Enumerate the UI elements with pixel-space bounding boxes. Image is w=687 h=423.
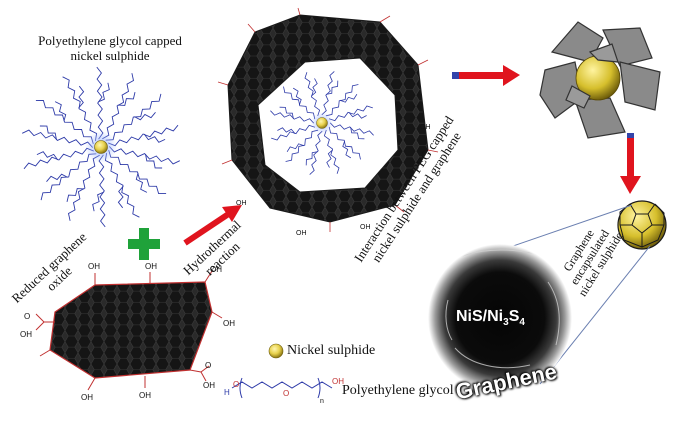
peg-arm: [102, 73, 135, 140]
peg-arm: [104, 153, 140, 218]
inner-peg-molecule: [270, 71, 374, 175]
peg-oh: OH: [332, 377, 344, 386]
rgo-oh-2: OH: [145, 262, 157, 271]
peg-arm: [283, 86, 316, 120]
peg-arm: [271, 124, 316, 141]
ring-oh-2: OH: [360, 224, 371, 231]
rgo-cooh-o: O: [24, 312, 31, 321]
ring-oh-4: OH: [236, 200, 247, 207]
rgo-cooh-oh: OH: [20, 330, 32, 339]
peg-arm: [105, 93, 162, 141]
arrow-hydrothermal: [183, 205, 242, 246]
legend-peg-label: Polyethylene glycol: [342, 383, 454, 398]
peg-branch: [339, 93, 358, 103]
peg-branch: [134, 112, 156, 121]
peg-capped-label: Polyethylene glycol capped nickel sulphi…: [35, 33, 185, 63]
inner-nickel-sulphide-core: [316, 117, 328, 129]
peg-o2: O: [283, 389, 290, 398]
tem-core-sub2: 4: [519, 317, 525, 329]
graphene-encapsulated-ball: [617, 200, 667, 250]
peg-branch: [143, 133, 166, 143]
ring-oh-3: OH: [420, 124, 431, 131]
peg-arm: [108, 124, 179, 147]
peg-arm: [23, 147, 94, 170]
arrow-to-wrapped: [452, 65, 520, 86]
peg-structure-formula: [231, 377, 333, 399]
tem-core-sub1: 3: [503, 317, 509, 329]
peg-branch: [117, 91, 136, 106]
peg-branch: [326, 80, 339, 95]
peg-arm: [96, 66, 104, 140]
peg-capped-label-line1: Polyethylene glycol capped: [38, 33, 182, 48]
graphene-wrapped-particle: [539, 21, 661, 139]
peg-arm: [270, 110, 315, 124]
peg-branch: [286, 143, 305, 153]
rgo-cooh2-oh: OH: [203, 381, 215, 390]
peg-branch: [348, 112, 367, 119]
peg-branch: [292, 87, 302, 106]
peg-arm: [62, 76, 98, 141]
peg-branch: [342, 140, 352, 159]
peg-branch: [311, 78, 318, 97]
peg-arm: [285, 129, 319, 162]
peg-branch: [135, 172, 148, 193]
peg-capped-nickel-sulphide-molecule: [22, 66, 180, 228]
peg-o1: O: [233, 380, 240, 389]
peg-arm: [98, 154, 106, 228]
peg-arm: [325, 84, 359, 117]
rgo-cooh2-o: O: [205, 361, 212, 370]
peg-arm: [22, 129, 94, 148]
rgo-oh-6: OH: [139, 391, 151, 400]
rgo-oh-3: OH: [210, 265, 222, 274]
peg-branch: [39, 125, 57, 140]
peg-arm: [328, 105, 373, 122]
peg-branch: [117, 185, 124, 209]
peg-arm: [328, 126, 361, 160]
peg-branch: [279, 106, 294, 119]
peg-n: n: [320, 398, 324, 405]
peg-arm: [321, 71, 335, 116]
tem-micrograph: [428, 244, 572, 392]
plus-sign: [128, 228, 160, 260]
ring-oh-1: OH: [296, 230, 307, 237]
peg-branch: [326, 149, 333, 168]
peg-arm: [67, 154, 100, 221]
rgo-oh-4: OH: [223, 319, 235, 328]
arrow-to-encapsulated: [620, 133, 641, 194]
peg-branch: [54, 101, 67, 122]
peg-branch: [277, 127, 296, 134]
peg-branch: [97, 82, 110, 103]
peg-arm: [40, 153, 97, 201]
tem-core-label: NiS/Ni3S4: [456, 308, 525, 332]
peg-branch: [46, 173, 68, 182]
tem-core-text1: NiS/Ni: [456, 308, 504, 325]
peg-arm: [329, 122, 374, 136]
peg-branch: [350, 127, 365, 140]
rgo-oh-1: OH: [88, 262, 100, 271]
peg-arm: [309, 130, 323, 175]
peg-arm: [35, 99, 94, 145]
peg-branch: [36, 151, 59, 161]
legend-nickel-sulphide-icon: [268, 343, 284, 359]
peg-branch: [92, 191, 105, 212]
peg-arm: [108, 149, 167, 195]
peg-h: H: [224, 388, 230, 397]
tem-core-text2: S: [508, 308, 520, 325]
peg-arm: [304, 72, 321, 117]
legend-nickel-sulphide-label: Nickel sulphide: [287, 343, 376, 358]
nickel-sulphide-core: [94, 140, 108, 154]
peg-arm: [108, 146, 180, 165]
peg-branch: [145, 154, 163, 169]
peg-capped-label-line2: nickel sulphide: [70, 48, 150, 63]
graphene-ring: [217, 7, 439, 232]
peg-arm: [323, 129, 340, 174]
peg-branch: [78, 85, 85, 109]
peg-branch: [66, 188, 85, 203]
rgo-oh-5: OH: [81, 393, 93, 402]
peg-branch: [305, 151, 318, 166]
reduced-graphene-oxide-sheet: [35, 270, 223, 391]
